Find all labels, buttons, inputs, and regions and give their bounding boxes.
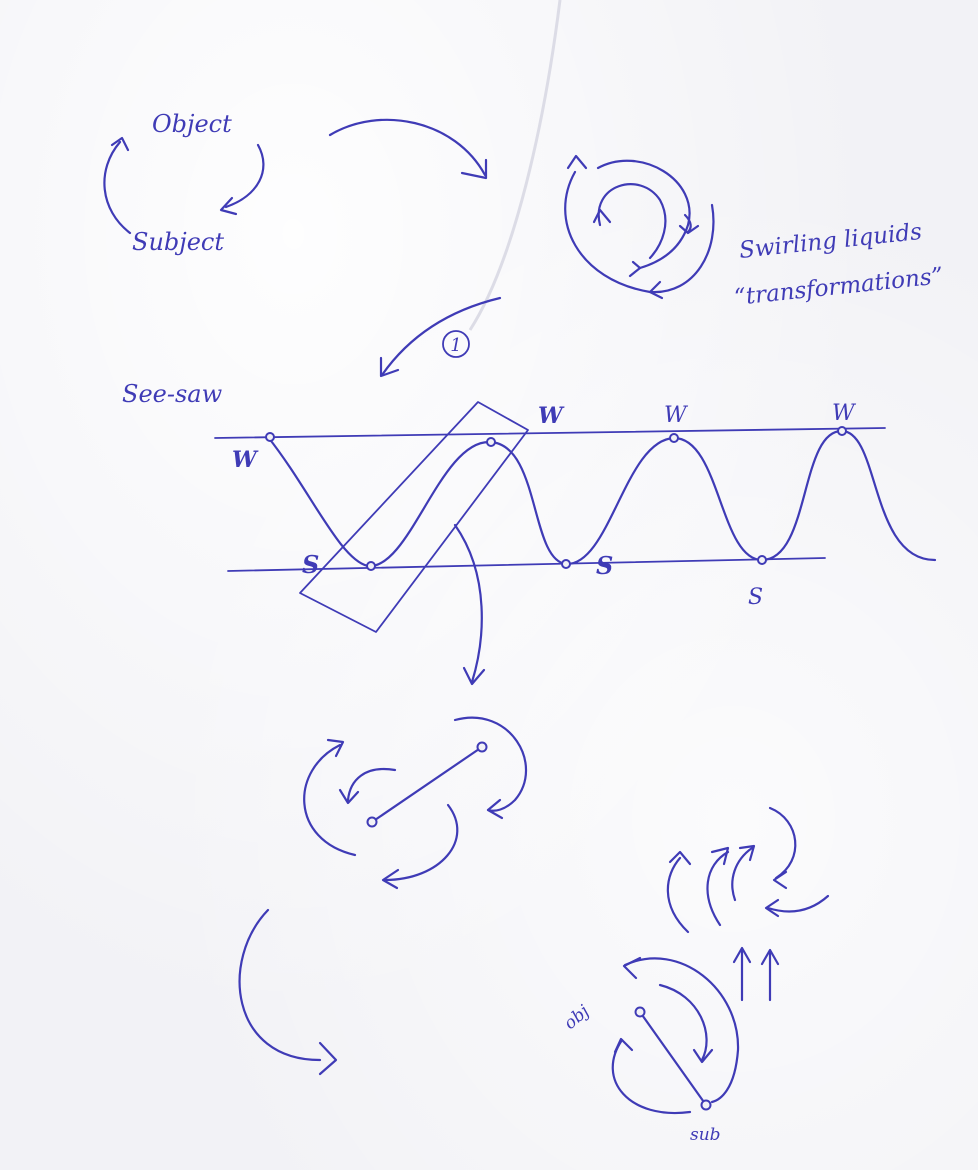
object-to-subject-arrowhead [219, 196, 238, 216]
lever-arc-inner [346, 767, 397, 802]
obj-sub-rotation: obj sub [560, 956, 740, 1145]
label-w2: W [538, 403, 565, 429]
highlight-rectangle [299, 401, 529, 633]
swirl-small-curl [683, 213, 692, 234]
obj-sub-bar [638, 1010, 708, 1107]
see-saw-label: See-saw [122, 380, 223, 408]
swirl-c [731, 846, 754, 902]
subject-label: Subject [132, 228, 224, 256]
see-saw-wave-diagram: W W W W S S S [214, 401, 937, 686]
paper-fold [468, 0, 562, 331]
swirl-small-curl-head [678, 224, 700, 235]
subject-to-object-arrow [103, 140, 132, 235]
subject-to-object-arrowhead [110, 136, 130, 152]
lone-curved-arrow-head [318, 1041, 338, 1076]
swirl-e [766, 894, 830, 913]
arrow-to-swirl-head [460, 158, 488, 180]
lever-arc-left [303, 743, 357, 857]
wave-point-s1 [366, 561, 376, 571]
swirl-b-head [710, 846, 730, 866]
swirl-b [706, 850, 730, 927]
arrow-down-head [462, 666, 486, 686]
swirl-e-head [764, 898, 780, 918]
swirl-d-head [772, 870, 788, 890]
rotation-arc-outer [623, 957, 740, 1104]
sub-point [700, 1099, 712, 1111]
rotation-arc-left-head [613, 1037, 634, 1054]
transformations-label: “transformations” [733, 263, 945, 311]
label-w1: W [232, 447, 259, 473]
lever-bar [370, 745, 484, 824]
up-arrow-left-head [732, 946, 752, 964]
swirl-outer-head-2 [648, 280, 664, 300]
up-arrow-right-head [760, 948, 780, 966]
object-label: Object [152, 110, 232, 138]
rotation-arc-inner [658, 983, 708, 1062]
wave-point-s3 [757, 555, 767, 565]
obj-point [634, 1006, 646, 1018]
wave-point-w2 [486, 437, 496, 447]
object-subject-cycle: Object Subject [103, 110, 265, 256]
label-s3: S [748, 585, 763, 610]
upper-line [214, 427, 886, 439]
scattered-swirls [666, 806, 830, 934]
arrow-down-from-rectangle [453, 523, 483, 684]
step-number-circle [442, 330, 470, 358]
swirl-inner-head [592, 208, 612, 224]
label-w4: W [832, 401, 857, 426]
rotating-lever [303, 716, 527, 890]
swirl-middle [596, 159, 691, 270]
rotation-arc-inner-head [692, 1048, 714, 1064]
lever-arc-upper [453, 716, 527, 812]
wave-point-w3 [669, 433, 679, 443]
lone-curved-arrow [238, 908, 322, 1062]
lever-end-upper [476, 741, 488, 753]
arrow-to-swirl [328, 118, 487, 177]
wave-point-w4 [837, 426, 847, 436]
arrow-step-1-head [379, 356, 400, 378]
swirl-d [768, 806, 797, 880]
label-s1: S [302, 550, 319, 579]
lever-arc-lower [383, 803, 459, 882]
step-number: 1 [450, 335, 461, 356]
swirl-inner [597, 183, 667, 260]
swirl-c-head [738, 844, 756, 862]
swirl-a-head [668, 850, 692, 866]
wave-point-w1 [265, 432, 275, 442]
swirl-outer-head [566, 154, 588, 170]
swirl-drawing: Swirling liquids “transformations” [564, 154, 945, 311]
lever-arc-inner-head [338, 788, 360, 805]
lever-arc-lower-head [381, 868, 400, 890]
object-to-subject-arrow [224, 143, 265, 209]
sub-label: sub [690, 1125, 721, 1145]
label-s2: S [596, 551, 613, 580]
rotation-arc-left [611, 1038, 692, 1115]
swirling-liquids-label: Swirling liquids [738, 219, 923, 264]
wave-point-s2 [561, 559, 571, 569]
lever-arc-upper-head [486, 798, 504, 820]
lever-end-lower [366, 816, 378, 828]
rotation-arc-outer-head [622, 956, 642, 980]
label-w3: W [664, 403, 689, 428]
swirl-a [666, 856, 690, 934]
lower-line [227, 557, 826, 572]
arrow-step-1 [380, 296, 502, 377]
wave-curve [266, 429, 937, 568]
obj-label: obj [560, 1001, 594, 1034]
lever-arc-left-head [326, 738, 345, 758]
swirl-middle-head [628, 260, 642, 278]
